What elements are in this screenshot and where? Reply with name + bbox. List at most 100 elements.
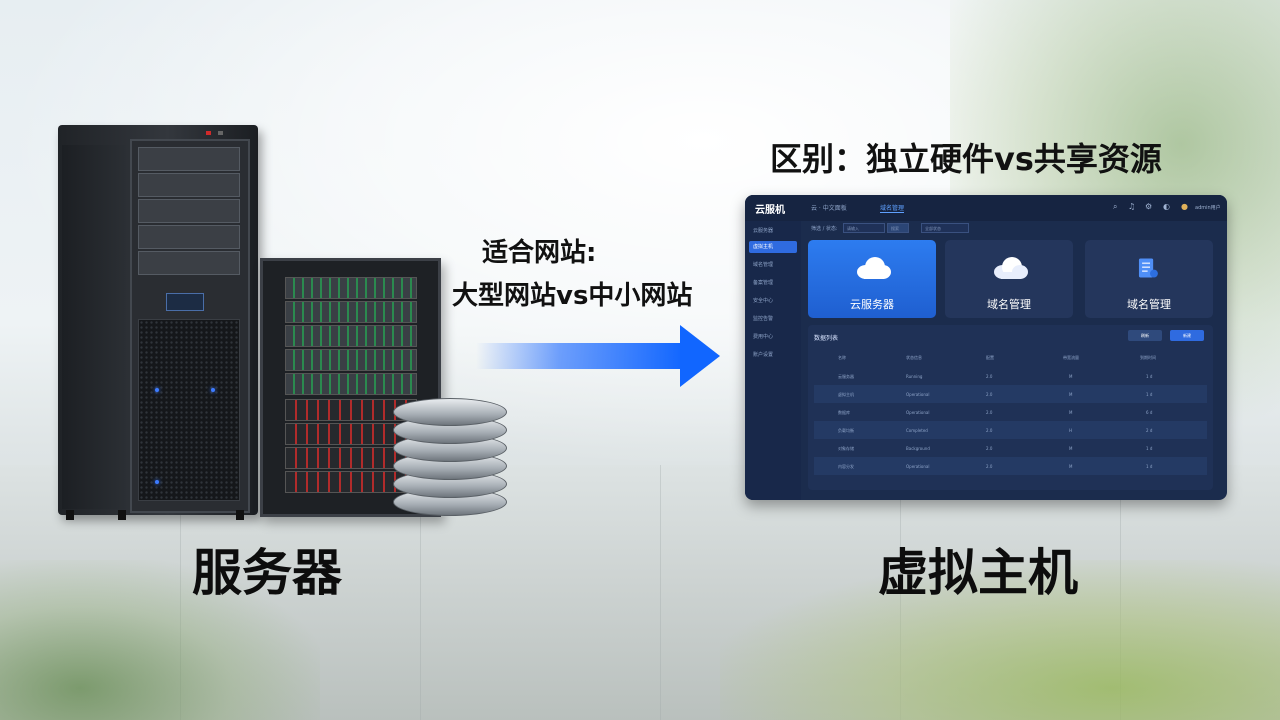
cell-name: 虚拟主机 bbox=[838, 392, 854, 397]
drive-bay bbox=[138, 147, 240, 171]
new-button[interactable]: 新建 bbox=[1170, 330, 1204, 341]
card-label: 域名管理 bbox=[987, 298, 1031, 311]
dashboard-sidebar: 云服务器 虚拟主机 域名管理 备案管理 安全中心 监控告警 费用中心 账户设置 bbox=[745, 221, 801, 500]
dashboard-topbar: 云服机 云 · 中文面板 域名管理 ⌕ ♫ ⚙ ◐ ● admin用户 bbox=[745, 195, 1227, 221]
cell-bandwidth: M bbox=[1069, 446, 1073, 451]
filter-input[interactable]: 请输入 bbox=[843, 223, 885, 233]
tab-domain[interactable]: 域名管理 bbox=[880, 205, 905, 213]
bell-icon[interactable]: ♫ bbox=[1128, 202, 1136, 211]
sidebar-item[interactable]: 账户设置 bbox=[753, 352, 774, 358]
card-label: 域名管理 bbox=[1127, 298, 1171, 311]
tab-panel[interactable]: 云 · 中文面板 bbox=[811, 205, 847, 212]
grass-foreground bbox=[720, 560, 1280, 720]
cell-status: Completed bbox=[906, 428, 928, 433]
cell-status: Background bbox=[906, 446, 930, 451]
arrow-head-icon bbox=[680, 325, 720, 387]
status-led bbox=[155, 388, 159, 392]
cell-bandwidth: H bbox=[1069, 428, 1073, 433]
sidebar-item[interactable]: 安全中心 bbox=[753, 298, 774, 304]
cell-status: Running bbox=[906, 374, 923, 379]
sidebar-item[interactable]: 备案管理 bbox=[753, 280, 774, 286]
rack-unit bbox=[285, 349, 417, 371]
drive-bay bbox=[138, 173, 240, 197]
drive-bay bbox=[138, 251, 240, 275]
table-row[interactable]: 虚拟主机 Operational 2.0 M 1 d bbox=[814, 385, 1207, 403]
rack-unit bbox=[285, 277, 417, 299]
cell-config: 2.0 bbox=[986, 446, 993, 451]
filter-search-button[interactable]: 搜索 bbox=[887, 223, 909, 233]
rack-unit bbox=[285, 301, 417, 323]
cell-config: 2.0 bbox=[986, 464, 993, 469]
card-domain[interactable]: 域名管理 bbox=[945, 240, 1073, 318]
suitability-value: 大型网站vs中小网站 bbox=[452, 281, 693, 311]
settings-icon[interactable]: ⚙ bbox=[1145, 202, 1153, 211]
rack-front-panel bbox=[130, 139, 250, 513]
server-rack-open bbox=[260, 258, 441, 517]
hosting-dashboard: 云服机 云 · 中文面板 域名管理 ⌕ ♫ ⚙ ◐ ● admin用户 云服务器… bbox=[745, 195, 1227, 500]
status-select[interactable]: 全部状态 bbox=[921, 223, 969, 233]
user-name[interactable]: admin用户 bbox=[1195, 205, 1221, 211]
drive-bay bbox=[138, 199, 240, 223]
rack-side-panel bbox=[62, 145, 126, 509]
rack-foot bbox=[236, 510, 244, 520]
cell-name: 负载均衡 bbox=[838, 428, 854, 433]
status-led bbox=[218, 131, 223, 135]
column-header: 名称 bbox=[838, 355, 846, 360]
document-icon bbox=[1138, 258, 1158, 278]
suitability-title: 适合网站: bbox=[482, 238, 597, 268]
cell-config: 2.0 bbox=[986, 374, 993, 379]
server-rack-tower bbox=[58, 125, 258, 520]
column-header: 配置 bbox=[986, 355, 994, 360]
cell-expiry: 1 d bbox=[1146, 464, 1153, 469]
status-led bbox=[155, 480, 159, 484]
column-header: 状态信息 bbox=[906, 355, 922, 360]
sidebar-item[interactable]: 虚拟主机 bbox=[749, 241, 797, 253]
cell-bandwidth: M bbox=[1069, 374, 1073, 379]
floor-plank bbox=[660, 465, 661, 720]
rack-foot bbox=[66, 510, 74, 520]
drive-bay bbox=[138, 225, 240, 249]
status-led bbox=[211, 388, 215, 392]
rack-mesh-door bbox=[138, 319, 240, 501]
cell-expiry: 6 d bbox=[1146, 410, 1153, 415]
card-domain-list[interactable]: 域名管理 bbox=[1085, 240, 1213, 318]
cell-bandwidth: M bbox=[1069, 410, 1073, 415]
cell-name: 对象存储 bbox=[838, 446, 854, 451]
sidebar-item[interactable]: 监控告警 bbox=[753, 316, 774, 322]
leaf-foreground bbox=[0, 560, 320, 720]
column-header: 到期时间 bbox=[1140, 355, 1156, 360]
sidebar-item[interactable]: 云服务器 bbox=[753, 228, 774, 234]
floor-plank bbox=[420, 465, 421, 720]
rack-display bbox=[166, 293, 204, 311]
table-row[interactable]: 对象存储 Background 2.0 M 1 d bbox=[814, 439, 1207, 457]
cloud-icon bbox=[994, 257, 1028, 279]
table-row[interactable]: 负载均衡 Completed 2.0 H 2 d bbox=[814, 421, 1207, 439]
cell-config: 2.0 bbox=[986, 410, 993, 415]
card-cloud-server[interactable]: 云服务器 bbox=[808, 240, 936, 318]
theme-icon[interactable]: ◐ bbox=[1163, 202, 1170, 211]
cell-name: 数据库 bbox=[838, 410, 850, 415]
rack-unit bbox=[285, 373, 417, 395]
sidebar-item[interactable]: 费用中心 bbox=[753, 334, 774, 340]
filter-label: 筛选 / 状态: bbox=[811, 226, 838, 232]
search-icon[interactable]: ⌕ bbox=[1113, 202, 1118, 211]
cell-name: 内容分发 bbox=[838, 464, 854, 469]
table-row[interactable]: 云服务器 Running 2.0 M 1 d bbox=[814, 367, 1207, 385]
cell-expiry: 1 d bbox=[1146, 446, 1153, 451]
cell-status: Operational bbox=[906, 410, 930, 415]
table-row[interactable]: 内容分发 Operational 2.0 M 1 d bbox=[814, 457, 1207, 475]
cell-bandwidth: M bbox=[1069, 464, 1073, 469]
column-header: 带宽流量 bbox=[1063, 355, 1079, 360]
cloud-icon bbox=[857, 257, 891, 279]
cell-status: Operational bbox=[906, 392, 930, 397]
cell-expiry: 1 d bbox=[1146, 392, 1153, 397]
data-table-panel: 数据列表 刷新 新建 名称 状态信息 配置 带宽流量 到期时间 云服务器 Run… bbox=[808, 325, 1213, 490]
table-row[interactable]: 数据库 Operational 2.0 M 6 d bbox=[814, 403, 1207, 421]
virtual-host-label: 虚拟主机 bbox=[878, 544, 1078, 602]
rack-unit bbox=[285, 325, 417, 347]
hard-disk bbox=[393, 398, 507, 426]
avatar[interactable]: ● bbox=[1181, 202, 1188, 211]
refresh-button[interactable]: 刷新 bbox=[1128, 330, 1162, 341]
status-led bbox=[206, 131, 211, 135]
sidebar-item[interactable]: 域名管理 bbox=[753, 262, 774, 268]
